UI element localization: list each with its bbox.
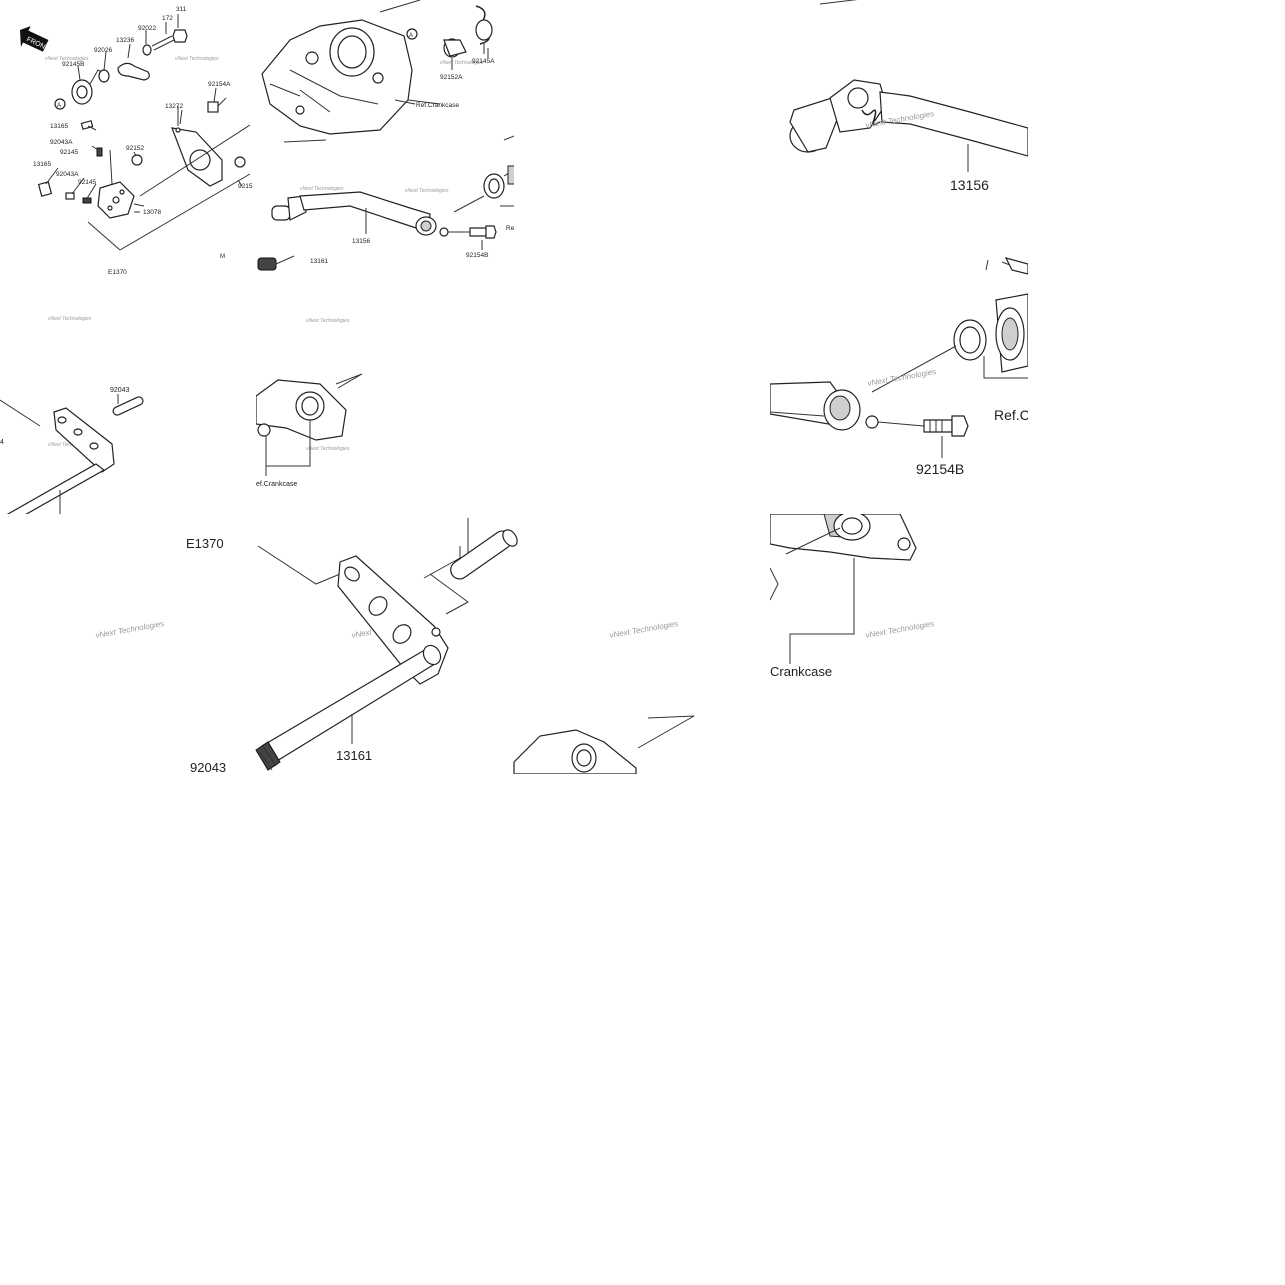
label-13272: 13272 [165,103,183,110]
front-arrow-icon: FRONT [20,26,51,53]
label-92145a: 92145A [472,58,495,65]
label-13161: 13161 [310,258,328,265]
watermark-4: vNext Technologies [405,188,449,194]
label-92043-bottom: 92043 [190,760,226,774]
label-13236: 13236 [116,37,134,44]
label-92043-top: 92043 [448,516,482,519]
watermark-10: vNext Technologies [306,318,350,324]
label-e1370: E1370 [108,269,127,276]
label-92145-b: 92145 [78,179,96,186]
label-172: 172 [162,15,173,22]
label-92022: 92022 [138,25,156,32]
watermark-14: vNext Technologies [609,619,679,640]
label-311: 311 [176,6,187,13]
label-13078: 13078 [143,209,161,216]
label-92152: 92152 [126,145,144,152]
label-92145-a: 92145 [60,149,78,156]
watermark-8: vNext Technologies [48,316,92,322]
label-13156: 13156 [352,238,370,245]
zoom-shaft-13161: E1370 vNext Technologies vNext Technolog… [0,516,696,774]
watermark-1: vNext Technologies [45,56,89,62]
watermark-3: vNext Technologies [440,60,484,66]
shift-lever-13156 [271,191,449,237]
label-13165-b: 13165 [33,161,51,168]
label-crankcase-zoom: Crankcase [770,664,832,679]
label-92145b: 92145B [62,61,84,68]
label-92154b-zoom: 92154B [916,461,964,477]
label-92043-small: 92043 [110,387,130,394]
ref-marker-a-right: A [409,33,413,39]
zoom-bolt-bearing: vNext Technologies 92154B Ref.C [770,250,1028,512]
overview-diagram: FRONT vNext Technologies vNext Technolog… [0,0,514,290]
label-92043a-b: 92043A [56,171,79,178]
label-92154a: 92154A [208,81,231,88]
watermark-7: vNext Technologies [867,367,937,388]
zoom-crankcase: vNext Technologies Crankcase [770,514,1028,772]
label-13165-a: 13165 [50,123,68,130]
label-e1370-zoom: E1370 [186,536,224,551]
shift-lever-detail [789,79,1028,157]
watermark-15: vNext Technologies [865,619,935,640]
label-small-ref: ef.Crankcase [256,481,297,488]
crankcase-housing: A [261,0,421,143]
label-9215-cut: 9215 [238,183,253,190]
ref-marker-a-left: A [57,103,61,109]
watermark-11: vNext Technologies [306,446,350,452]
small-pin-tile: vNext Technologies vNext Technologies 92… [0,300,256,514]
watermark-2: vNext Technologies [175,56,219,62]
label-ref-crankcase: Ref.Crankcase [416,102,459,109]
label-13161-zoom: 13161 [336,748,372,763]
label-13156-zoom: 13156 [950,177,989,193]
label-92152a: 92152A [440,74,463,81]
label-92043a-a: 92043A [50,139,73,146]
zoom-shift-lever: vNext Technologies 13156 [770,0,1028,250]
watermark-9: vNext Technologies [48,442,92,448]
shaft-13161 [255,644,442,771]
small-crankcase-tile: vNext Technologies vNext Technologies ef… [256,300,514,514]
label-92154b: 92154B [466,252,488,259]
bolt-92154b [923,415,969,437]
watermark-5: vNext Technologies [300,186,344,192]
pin-92043 [450,529,518,580]
label-92026: 92026 [94,47,112,54]
watermark-12: vNext Technologies [95,619,165,640]
marker-m: M [220,254,225,260]
label-ref-c: Ref.C [994,407,1028,423]
label-ref-cut: Re [506,225,514,232]
label-small-cut: 4 [0,439,4,446]
